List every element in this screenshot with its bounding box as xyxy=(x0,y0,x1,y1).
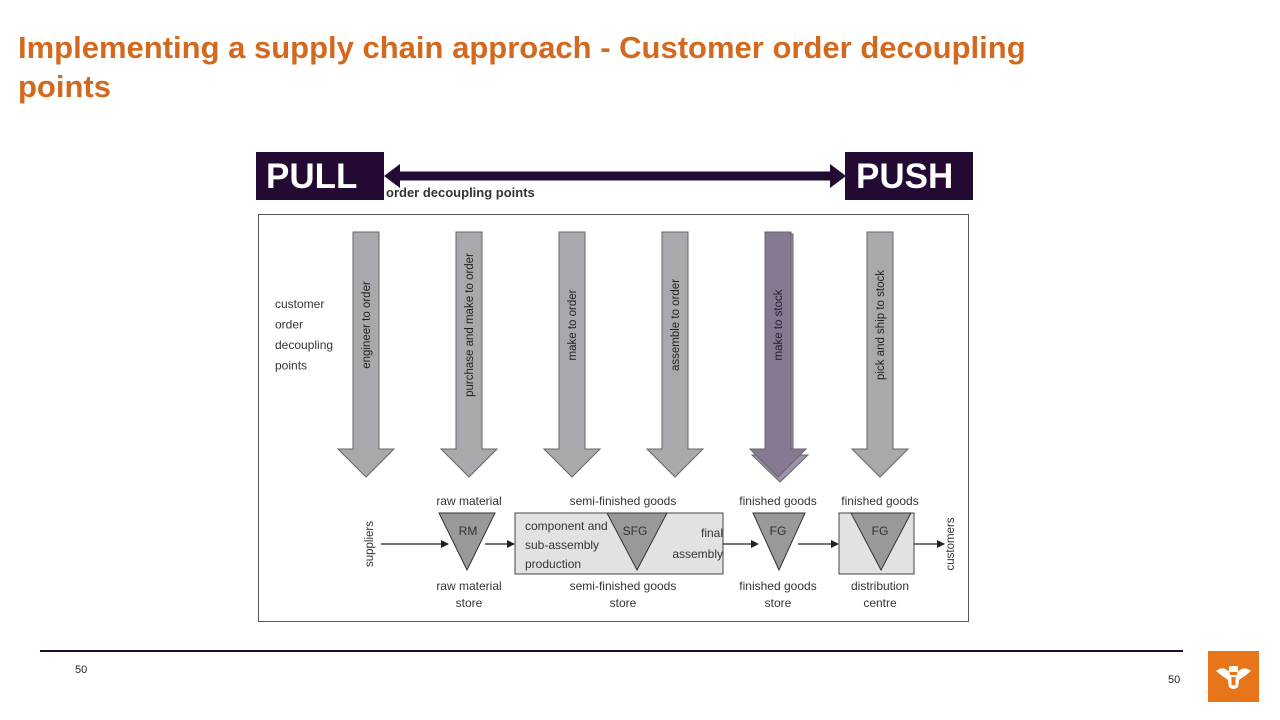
stage-bottom-label: raw material xyxy=(436,579,501,593)
pull-push-double-arrow xyxy=(384,164,846,188)
decoupling-arrow: make to order xyxy=(542,231,602,478)
stock-triangle xyxy=(752,512,806,572)
decoupling-arrow: engineer to order xyxy=(336,231,396,478)
arrow-label: purchase and make to order xyxy=(464,253,476,397)
side-label-line: order xyxy=(275,318,303,332)
slide-title: Implementing a supply chain approach - C… xyxy=(18,30,1026,104)
stage-bottom-label: store xyxy=(456,596,483,610)
stage-code: SFG xyxy=(623,524,648,538)
stage-bottom-label: store xyxy=(765,596,792,610)
flow-arrowhead xyxy=(937,540,945,548)
decoupling-arrow: pick and ship to stock xyxy=(850,231,910,478)
stage-top-label: finished goods xyxy=(841,494,918,508)
flow-arrowhead xyxy=(441,540,449,548)
arrow-label: assemble to order xyxy=(670,279,682,371)
flow-arrowhead xyxy=(507,540,515,548)
stage-left-text: sub-assembly xyxy=(525,538,599,552)
stock-triangle xyxy=(606,512,668,572)
stage-bottom-label: store xyxy=(610,596,637,610)
arrow-label: pick and ship to stock xyxy=(875,270,887,380)
stage-bottom-label: semi-finished goods xyxy=(570,579,677,593)
pull-banner: PULL xyxy=(256,152,384,200)
decoupling-arrow: make to stock xyxy=(748,231,810,483)
arrow-label: make to order xyxy=(567,289,579,360)
footer-divider xyxy=(40,650,1183,652)
stage-bottom-label: centre xyxy=(863,596,897,610)
stage-top-label: finished goods xyxy=(739,494,816,508)
push-banner: PUSH xyxy=(845,152,973,200)
arrow-shape xyxy=(850,231,910,478)
flow-end-label: customers xyxy=(945,517,957,570)
arrow-shape xyxy=(439,231,499,478)
decoupling-arrow: assemble to order xyxy=(645,231,705,478)
arrow-shape xyxy=(336,231,396,478)
side-label-line: decoupling xyxy=(275,338,333,352)
decoupling-diagram: customer order decoupling points engineer to… xyxy=(275,231,957,610)
stock-triangle xyxy=(438,512,496,572)
crest-icon xyxy=(1216,666,1251,689)
stage-left-text: production xyxy=(525,557,581,571)
decoupling-arrow: purchase and make to order xyxy=(439,231,499,478)
page-number-left: 50 xyxy=(75,664,88,676)
stage-code: FG xyxy=(872,524,889,538)
arrow-shape xyxy=(645,231,705,478)
flow-start-label: suppliers xyxy=(364,521,376,567)
stage-right-text: final xyxy=(701,526,723,540)
side-label-line: customer xyxy=(275,297,324,311)
stage-top-label: raw material xyxy=(436,494,501,508)
arrow-shape xyxy=(748,231,808,478)
stage-code: RM xyxy=(459,524,478,538)
flow-arrowhead xyxy=(751,540,759,548)
side-label-line: points xyxy=(275,359,307,373)
stock-triangle xyxy=(850,512,912,572)
arrow-shape xyxy=(542,231,602,478)
flow-arrowhead xyxy=(831,540,839,548)
stage-right-text: assembly xyxy=(672,547,723,561)
arrow-label: make to stock xyxy=(773,289,785,360)
page-number-right: 50 xyxy=(1168,674,1181,686)
arrow-label: engineer to order xyxy=(361,281,373,369)
stage-code: FG xyxy=(770,524,787,538)
university-logo xyxy=(1208,651,1259,702)
stage-bottom-label: distribution xyxy=(851,579,909,593)
stage-left-text: component and xyxy=(525,519,608,533)
stage-bottom-label: finished goods xyxy=(739,579,816,593)
decoupling-diagram-frame: customer order decoupling points engineer to… xyxy=(258,214,969,622)
stage-top-label: semi-finished goods xyxy=(570,494,677,508)
diagram-heading: order decoupling points xyxy=(386,185,535,200)
